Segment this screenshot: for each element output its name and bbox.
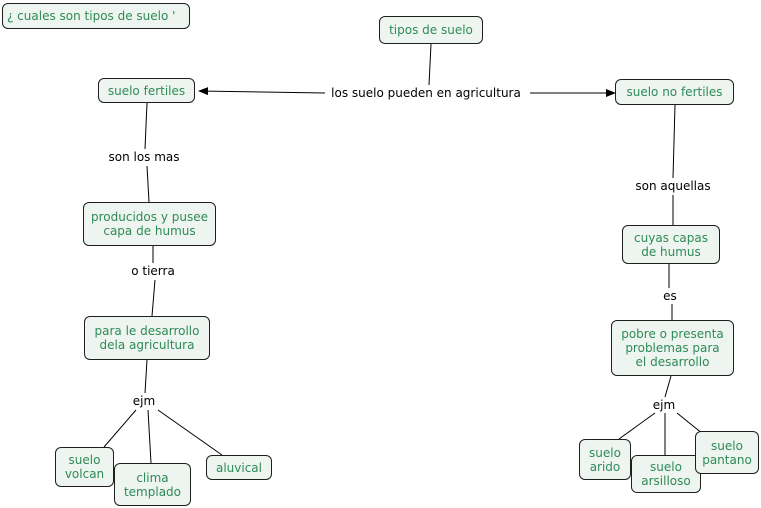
example-arid-soil: suelo arido — [579, 439, 631, 480]
question-node: ¿ cuales son tipos de suelo ' — [2, 3, 190, 29]
right-link-es: es — [658, 289, 682, 303]
example-volcanic-soil: suelo volcan — [55, 447, 114, 487]
example-temperate-climate: clima templado — [114, 463, 191, 506]
agriculture-development-node: para le desarrollo dela agricultura — [84, 316, 210, 360]
center-link-label: los suelo pueden en agricultura — [327, 86, 525, 100]
example-alluvial: aluvical — [206, 455, 272, 480]
right-link-son-aquellas: son aquellas — [628, 179, 718, 193]
poor-soil-node: pobre o presenta problemas para el desar… — [611, 320, 734, 376]
right-link-ejm: ejm — [649, 398, 679, 412]
non-fertile-soil-node: suelo no fertiles — [615, 79, 734, 105]
humus-producer-node: producidos y pusee capa de humus — [83, 202, 216, 246]
fertile-soil-node: suelo fertiles — [98, 78, 195, 103]
left-link-ejm: ejm — [130, 394, 158, 408]
left-link-o-tierra: o tierra — [126, 264, 180, 278]
humus-layers-node: cuyas capas de humus — [622, 225, 720, 264]
root-node: tipos de suelo — [379, 16, 483, 44]
example-swamp-soil: suelo pantano — [695, 431, 759, 474]
example-clay-soil: suelo arsilloso — [631, 455, 701, 493]
left-link-son-los-mas: son los mas — [104, 150, 184, 164]
